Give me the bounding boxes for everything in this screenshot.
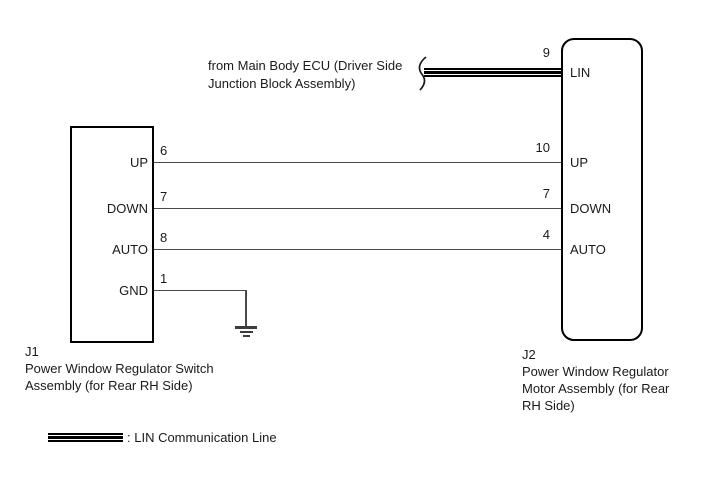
j2-pin-number-lin: 9	[542, 45, 550, 60]
ecu-source-label-line2: Junction Block Assembly)	[208, 76, 356, 91]
wire-down	[154, 208, 561, 209]
j2-id-label: J2	[522, 347, 536, 362]
j2-caption-line1: Power Window Regulator	[522, 364, 669, 379]
j1-connector-box	[70, 126, 154, 343]
wire-continuation-curl-icon	[418, 56, 427, 91]
j1-pin-name-up: UP	[129, 155, 148, 170]
j2-caption-line3: RH Side)	[522, 398, 575, 413]
j1-caption-line2: Assembly (for Rear RH Side)	[25, 378, 193, 393]
j2-pin-name-up: UP	[570, 155, 589, 170]
j2-caption-line2: Motor Assembly (for Rear	[522, 381, 670, 396]
j1-pin-name-gnd: GND	[119, 283, 148, 298]
j1-pin-number-auto: 8	[160, 230, 168, 245]
j2-pin-number-down: 7	[542, 186, 550, 201]
j1-pin-name-down: DOWN	[106, 201, 148, 216]
wire-gnd-vertical	[245, 290, 247, 326]
ecu-source-label-line1: from Main Body ECU (Driver Side	[208, 58, 403, 73]
j1-caption-line1: Power Window Regulator Switch	[25, 361, 214, 376]
j1-id-label: J1	[25, 344, 39, 359]
legend-lin-line-sample	[48, 433, 123, 442]
j2-connector-box	[561, 38, 643, 341]
j2-pin-number-auto: 4	[542, 227, 550, 242]
j2-pin-name-down: DOWN	[570, 201, 612, 216]
j2-pin-name-lin: LIN	[570, 65, 591, 80]
j2-pin-number-up: 10	[535, 140, 550, 155]
lin-communication-wire	[424, 68, 561, 77]
j1-pin-number-up: 6	[160, 143, 168, 158]
legend-label: : LIN Communication Line	[127, 430, 277, 445]
j2-pin-name-auto: AUTO	[570, 242, 606, 257]
wire-up	[154, 162, 561, 163]
j1-pin-name-auto: AUTO	[112, 242, 148, 257]
j1-pin-number-down: 7	[160, 189, 168, 204]
j1-pin-number-gnd: 1	[160, 271, 168, 286]
wire-auto	[154, 249, 561, 250]
wire-gnd-horizontal	[154, 290, 246, 291]
